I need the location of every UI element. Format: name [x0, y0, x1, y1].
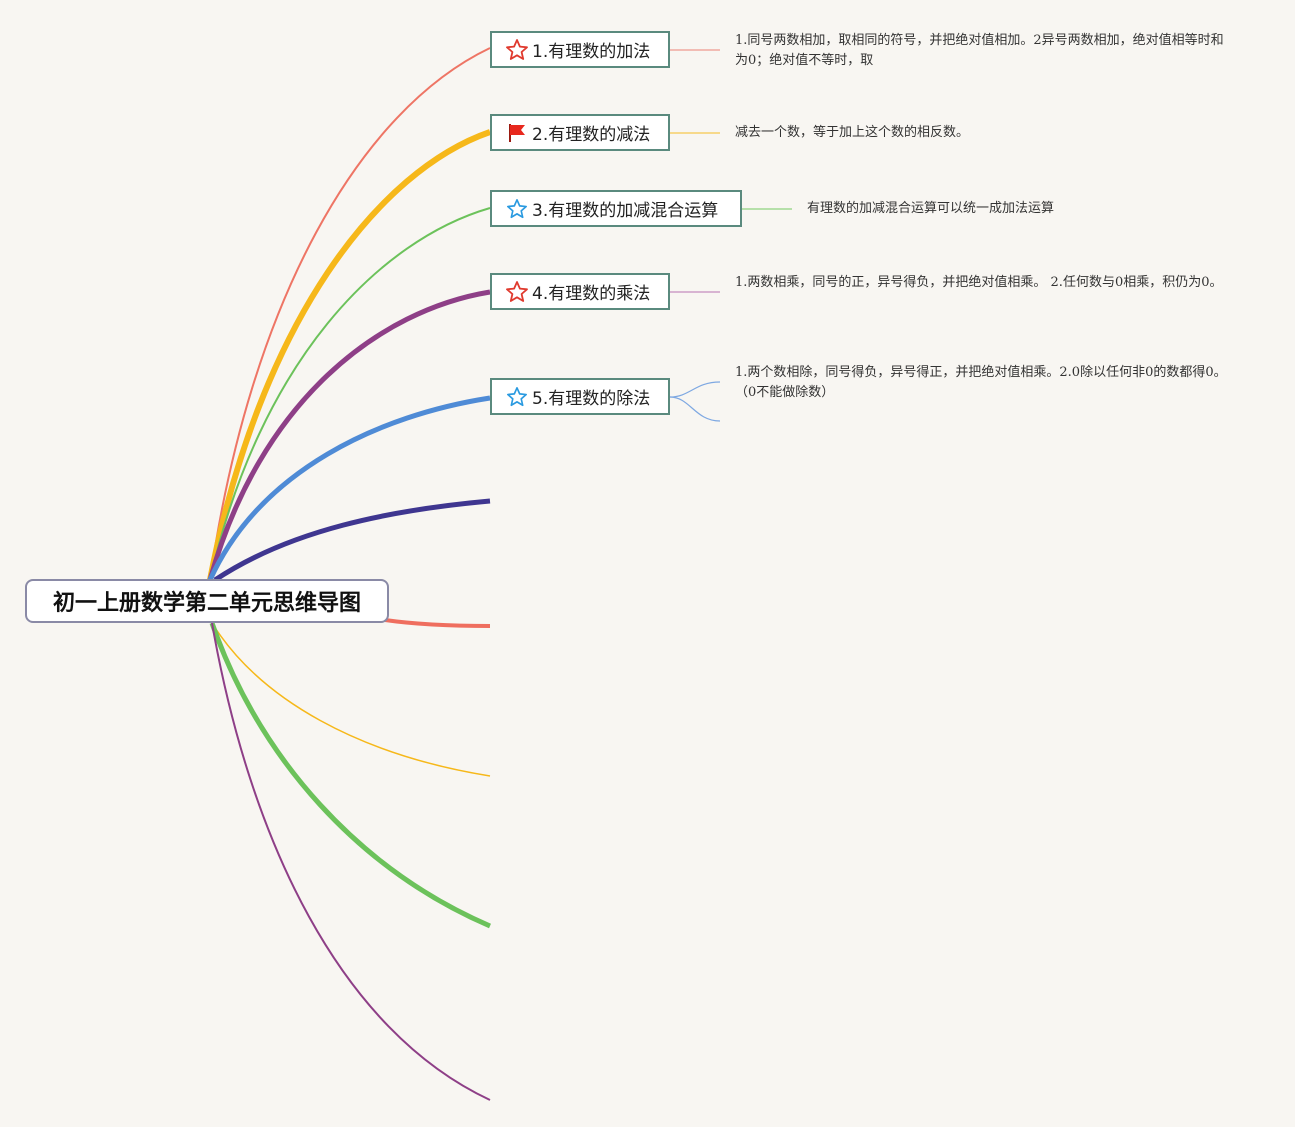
note-connector-5b	[669, 396, 721, 422]
blue-star-icon	[504, 385, 530, 409]
branch-5	[207, 395, 491, 582]
branch-7	[384, 618, 491, 628]
branch-8	[211, 622, 491, 777]
topic-2-note: 减去一个数，等于加上这个数的相反数。	[735, 125, 970, 140]
topic-3-label: 3.有理数的加减混合运算	[532, 201, 719, 221]
branch-4	[207, 289, 491, 581]
root-label: 初一上册数学第二单元思维导图	[52, 591, 361, 616]
note-connector-5a	[669, 381, 721, 398]
red-star-icon	[504, 280, 530, 304]
topic-1[interactable]: 1.有理数的加法	[490, 31, 670, 68]
topic-5-note: 1.两个数相除，同号得负，异号得正，并把绝对值相乘。2.0除以任何非0的数都得0…	[735, 365, 1227, 400]
branch-3	[209, 207, 491, 581]
topic-1-label: 1.有理数的加法	[532, 42, 651, 62]
topic-3-note: 有理数的加减混合运算可以统一成加法运算	[807, 201, 1055, 216]
red-star-icon	[504, 38, 530, 62]
topic-3[interactable]: 3.有理数的加减混合运算	[490, 190, 742, 227]
branch-1	[209, 47, 491, 581]
topic-2-label: 2.有理数的减法	[532, 125, 651, 145]
topic-2[interactable]: 2.有理数的减法	[490, 114, 670, 151]
blue-star-icon	[504, 197, 530, 221]
topic-5[interactable]: 5.有理数的除法	[490, 378, 670, 415]
branch-10	[211, 622, 491, 1101]
topic-4-label: 4.有理数的乘法	[532, 284, 651, 304]
branch-6	[213, 498, 491, 583]
red-flag-icon	[504, 121, 530, 145]
topic-4-note: 1.两数相乘，同号的正，异号得负，并把绝对值相乘。 2.任何数与0相乘，积仍为0…	[735, 275, 1223, 290]
topic-5-label: 5.有理数的除法	[532, 389, 651, 409]
branch-9	[209, 622, 491, 929]
branch-2	[207, 129, 491, 581]
root-topic[interactable]: 初一上册数学第二单元思维导图	[25, 579, 389, 623]
topic-4[interactable]: 4.有理数的乘法	[490, 273, 670, 310]
topic-1-note: 1.同号两数相加，取相同的符号，并把绝对值相加。2异号两数相加，绝对值相等时和为…	[735, 33, 1224, 68]
